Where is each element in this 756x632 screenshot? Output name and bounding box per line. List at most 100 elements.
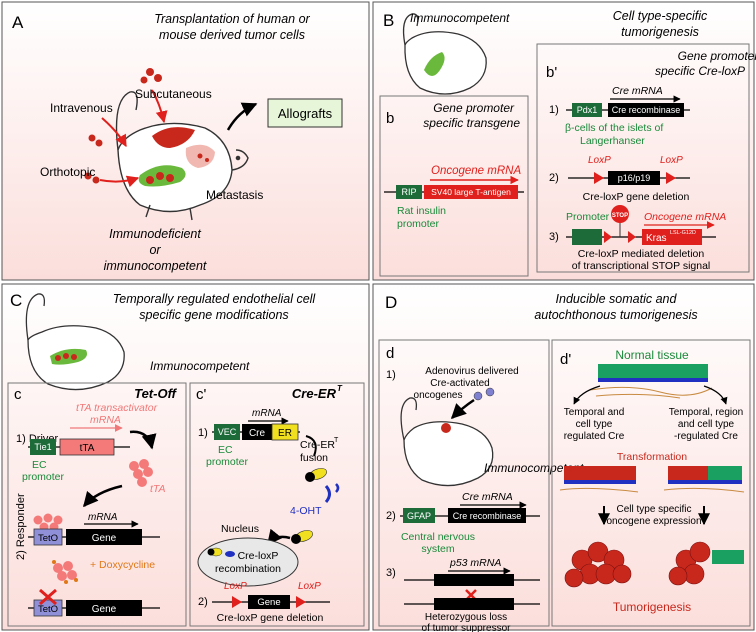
doxycycline-label: + Doxycycline: [90, 559, 155, 571]
right-cre-line2: and cell type: [678, 419, 735, 430]
panel-c-letter: C: [10, 291, 22, 310]
panel-c-sub-c: [7, 382, 187, 627]
transformation-label: Transformation: [617, 451, 687, 463]
orthotopic-label: Orthotopic: [40, 165, 95, 179]
fusion-label-line2: fusion: [300, 452, 328, 464]
panel-d-letter: D: [385, 293, 397, 312]
teto-box: [33, 528, 63, 546]
b-prime-cre-mrna: Cre mRNA: [612, 85, 663, 97]
beta-cells-label: β-cells of the islets of: [565, 122, 663, 134]
responder-mrna: mRNA: [88, 512, 118, 523]
panel-d-sub-d-prime: [551, 339, 751, 627]
sub-c-ec-label: EC: [32, 459, 47, 471]
tie1-box: [30, 439, 56, 455]
b-prime-caption-line1: Cre-loxP mediated deletion: [578, 248, 705, 260]
recombination-line2: recombination: [215, 563, 281, 575]
cre-label: Cre: [249, 428, 266, 439]
sv40-box: [424, 185, 518, 199]
p16-box: [608, 171, 660, 185]
allografts-box: [267, 98, 343, 128]
rip-label: RIP: [401, 187, 416, 197]
panel-b-sub-b-prime: [536, 43, 750, 273]
b-prime-item3-num: 3): [549, 231, 559, 243]
left-cre-line1: Temporal and: [564, 407, 625, 418]
sub-b-title-line2: specific transgene: [423, 116, 520, 130]
fusion-label-sup: T: [334, 437, 339, 444]
sub-b-prime-title-line1: Gene promoter: [678, 49, 756, 63]
kras-box: [642, 229, 702, 245]
oncogene-mrna-b3: Oncogene mRNA: [644, 211, 726, 223]
d-mouse-label: Immunocompetent: [484, 461, 584, 475]
c-prime-num2: 2): [198, 596, 208, 608]
oncogene-expression-line1: Cell type specific: [616, 504, 691, 515]
b-prime-loxp-right: LoxP: [660, 155, 683, 166]
d-num3: 3): [386, 567, 396, 579]
panel-b-title-line2: tumorigenesis: [621, 25, 699, 39]
c-prime-num1: 1): [198, 427, 208, 439]
rat-insulin-label: Rat insulin: [397, 205, 446, 217]
sv40-label: SV40 large T-antigen: [431, 187, 511, 197]
b-prime-loxp-left: LoxP: [588, 155, 611, 166]
rat-insulin-promoter-label: promoter: [397, 218, 440, 230]
c-prime-mrna: mRNA: [252, 408, 282, 419]
gene-label-2: Gene: [92, 604, 117, 615]
sub-c-prime-letter: c': [196, 386, 207, 403]
vec-box: [214, 424, 240, 440]
p16-label: p16/p19: [618, 173, 651, 183]
tie1-label: Tie1: [34, 442, 51, 452]
panel-c-title-line1: Temporally regulated endothelial cell: [113, 292, 317, 306]
sub-b-prime-title-line2: specific Cre-loxP: [655, 64, 745, 78]
intravenous-label: Intravenous: [50, 101, 113, 115]
cns-line2: system: [421, 543, 455, 555]
ohtt-label: 4-OHT: [290, 505, 322, 517]
panel-d-sub-d: [378, 339, 550, 627]
recombination-line1: Cre-loxP: [238, 550, 279, 562]
transformed-tissue-left: [559, 466, 639, 493]
left-cre-line3: regulated Cre: [564, 431, 625, 442]
cre-recombinase-label: Cre recombinase: [612, 105, 681, 115]
c-prime-ec-label: EC: [218, 444, 233, 456]
d-cre-mrna: Cre mRNA: [462, 491, 513, 503]
c-prime-loxp-left: LoxP: [224, 581, 247, 592]
ohtt-molecule: [324, 485, 331, 503]
panel-d: D Inducible somatic and autochthonous tu…: [372, 283, 755, 632]
tumor-mass-left: [564, 541, 632, 588]
sub-c-ec-promoter-label: promoter: [22, 471, 65, 483]
panel-b-title-line1: Cell type-specific: [613, 9, 708, 23]
panel-b-mouse-label: Immunocompetent: [410, 11, 510, 25]
responder-label: 2) Responder: [15, 493, 27, 560]
or-label: or: [149, 243, 161, 257]
b-prime-caption-line2: of transcriptional STOP signal: [572, 260, 711, 272]
sub-c-prime-title-sup: T: [337, 384, 343, 393]
c-prime-gene-label: Gene: [257, 597, 280, 608]
normal-tissue: [589, 364, 713, 399]
d-cre-recombinase-label: Cre recombinase: [453, 511, 522, 521]
b-prime-deletion: Cre-loxP gene deletion: [583, 191, 690, 203]
gene-box: [66, 529, 142, 545]
cre-er-protein-2: [291, 530, 313, 544]
het-line1: Heterozygous loss: [425, 612, 507, 623]
promoter-box: [572, 229, 602, 245]
sub-c-prime-title: Cre-ER: [292, 386, 337, 401]
tumor-mass-right: [668, 541, 744, 586]
normal-tissue-label: Normal tissue: [615, 348, 689, 362]
pdx1-label: Pdx1: [577, 105, 598, 115]
er-box: [271, 423, 299, 441]
adeno-line2: Cre-activated: [430, 378, 489, 389]
panel-b-letter: B: [383, 11, 394, 30]
c-prime-loxp-right: LoxP: [298, 581, 321, 592]
panel-a-title-line2: mouse derived tumor cells: [159, 28, 305, 42]
kras-label: Kras: [646, 233, 667, 244]
p53-gene-box: [434, 574, 514, 586]
c-prime-ec-promoter: promoter: [206, 456, 249, 468]
immunocompetent-label: immunocompetent: [104, 259, 207, 273]
panel-d-title-line2: autochthonous tumorigenesis: [534, 308, 697, 322]
teto-label: TetO: [38, 533, 58, 544]
mouse-illustration-b: [402, 13, 487, 95]
pancreas-organ: [424, 52, 445, 76]
tta-box: [59, 438, 115, 456]
het-line2: of tumor suppressor: [422, 623, 512, 632]
cre-box: [242, 424, 272, 440]
promoter-label: Promoter: [566, 211, 610, 223]
panel-c-sub-c-prime: [189, 382, 365, 627]
